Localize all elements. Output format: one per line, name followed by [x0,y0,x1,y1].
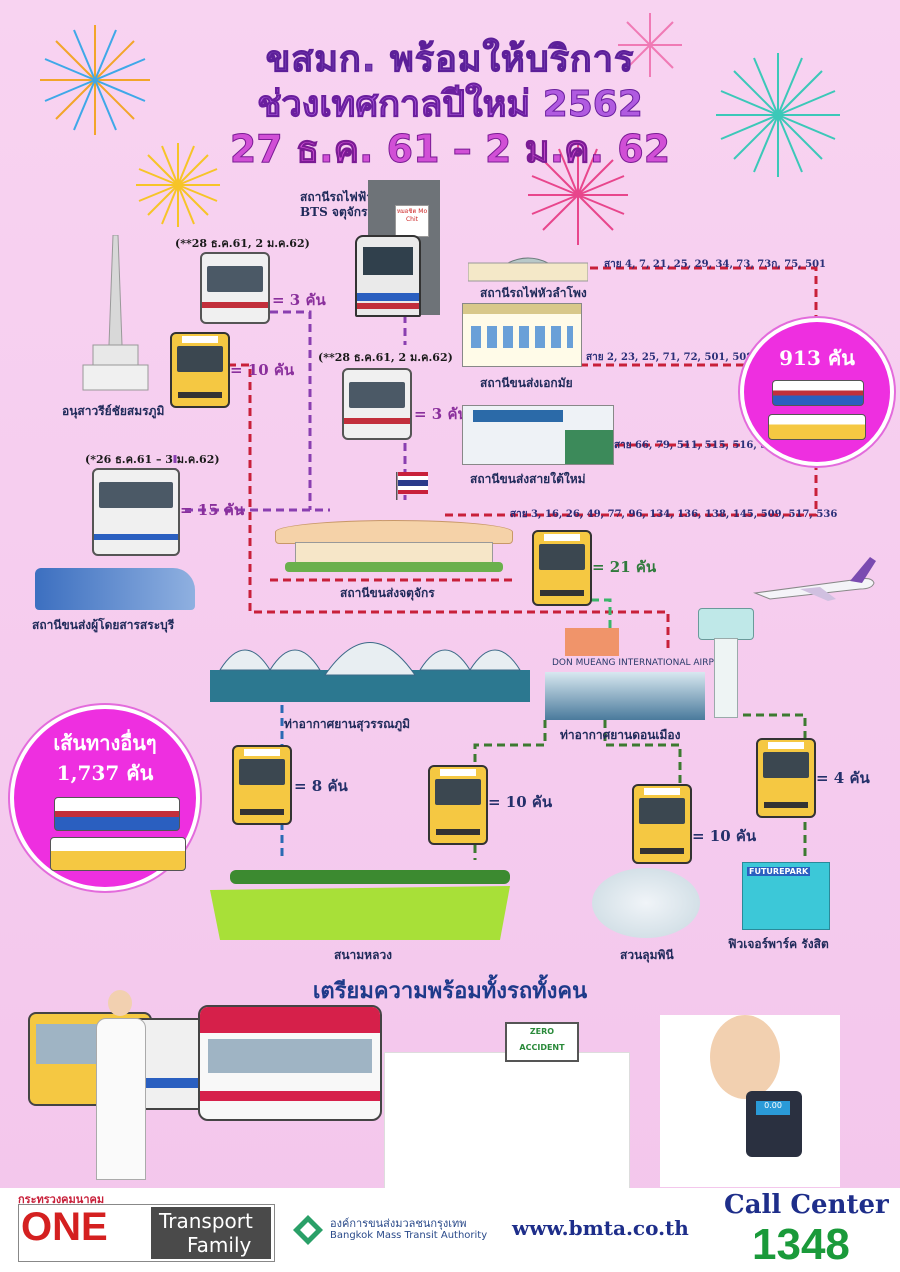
circle-other-line2: 1,737 คัน [56,761,154,785]
bmta-name-th: องค์การขนส่งมวลชนกรุงเทพ [330,1217,467,1230]
mochit-terminal-icon [275,512,513,578]
future-park-building-icon: FUTUREPARK [742,862,830,930]
future-park-sign: FUTUREPARK [747,867,811,876]
bmta-name-en: Bangkok Mass Transit Authority [330,1230,488,1241]
bus-side-yellow-icon [768,414,866,440]
breathalyzer-reading: 0.00 [756,1101,790,1115]
lumpini-label: สวนลุมพินี [620,948,674,962]
southern-terminal-icon [462,405,614,465]
ekkamai-routes: สาย 2, 23, 25, 71, 72, 501, 508, 511 [586,352,782,363]
victory-monument-icon [82,235,149,391]
bus-a3-icon [632,784,692,864]
bts-label-line2: BTS จตุจักร [300,205,368,219]
note-saraburi: (*26 ธ.ค.61 – 3 ม.ค.62) [85,453,220,466]
header-title-line1: ขสมก. พร้อมให้บริการ [265,39,635,81]
mochit-terminal-label: สถานีขนส่งจตุจักร [340,586,435,600]
bus-a4-icon [428,765,488,845]
sanam-luang-label: สนามหลวง [334,948,393,962]
future-park-label: ฟิวเจอร์พาร์ค รังสิต [728,937,829,951]
header-date-range: 27 ธ.ค. 61 – 2 ม.ค. 62 [229,127,671,172]
airplane-icon [753,557,876,601]
lumpini-park-icon [592,868,700,938]
firework-icon [40,13,840,245]
saraburi-label: สถานีขนส่งผู้โดยสารสระบุรี [32,618,175,632]
donmueang-roof-icon [565,628,619,656]
zero-accident-board: ZERO ACCIDENT [505,1022,579,1062]
bus-side-other-yellow-icon [50,837,186,871]
ekkamai-label: สถานีขนส่งเอกมัย [480,376,573,390]
ekkamai-building-icon [462,303,582,367]
readiness-banner: เตรียมความพร้อมทั้งรถทั้งคน [312,979,588,1004]
count-bts: = 3 คัน [414,405,468,423]
call-center-label: Call Center [724,1190,889,1220]
breathalyzer-icon: 0.00 [660,1015,840,1187]
count-sanam-a4: = 10 คัน [488,793,553,811]
hualamphong-routes: สาย 4, 7, 21, 25, 29, 34, 73, 73ก, 75, 5… [604,259,826,270]
bus-s1-icon [232,745,292,825]
note-bts: (**28 ธ.ค.61, 2 ม.ค.62) [318,351,453,364]
bus-side-other-icon [54,797,180,831]
donmueang-terminal-icon [545,672,705,720]
mochit-routes: สาย 3, 16, 26, 49, 77, 96, 134, 136, 138… [510,509,838,520]
saraburi-buses-icon [35,568,195,610]
bus-a5-icon [756,738,816,818]
count-saraburi: = 15 คัน [180,501,245,519]
circle-913-label: 913 คัน [779,346,855,370]
fireworks-decoration [40,13,840,245]
bts-train-icon [355,235,421,317]
count-future-a5: = 4 คัน [816,769,870,787]
circle-913: 913 คัน [740,318,894,466]
training-class-icon [384,1052,630,1192]
suvarnabhumi-airport-icon [210,642,530,702]
victory-label: อนุสาวรีย์ชัยสมรภูมิ [62,404,165,418]
count-mochit-a1: = 21 คัน [592,558,657,576]
thai-flag-icon [396,472,428,500]
hualamphong-label: สถานีรถไฟหัวลำโพง [480,286,587,300]
footer: กระทรวงคมนาคม ONE Transport Family องค์ก… [0,1188,900,1272]
bus-side-icon [772,380,864,406]
donmueang-sign: DON MUEANG INTERNATIONAL AIRPORT [552,658,733,668]
bus-a2-icon [170,332,230,408]
bts-station-sign: หมอชิต Mo Chit [395,205,429,237]
ministry-label: กระทรวงคมนาคม [18,1193,105,1206]
count-victory-white: = 3 คัน [272,291,326,309]
logo-dark-box: Transport Family [151,1207,271,1259]
count-victory-yellow: = 10 คัน [230,361,295,379]
note-victory: (**28 ธ.ค.61, 2 ม.ค.62) [175,237,310,250]
bts-label-line1: สถานีรถไฟฟ้า [300,190,374,204]
mechanic-person-icon [96,990,146,1180]
circle-other-line1: เส้นทางอื่นๆ [53,731,157,755]
count-suvarnabhumi-s1: = 8 คัน [294,777,348,795]
logo-one: ONE [21,1205,108,1249]
suvarnabhumi-label: ท่าอากาศยานสุวรรณภูมิ [284,717,411,731]
circle-other-routes: เส้นทางอื่นๆ 1,737 คัน [10,705,200,891]
bus-white-icon [200,252,270,324]
bus-white-bts-icon [342,368,412,440]
bus-a1-icon [532,530,592,606]
sanam-luang-icon [210,870,510,940]
control-tower-icon [698,608,754,718]
one-transport-family-logo: ONE Transport Family [18,1204,275,1262]
southern-terminal-label: สถานีขนส่งสายใต้ใหม่ [470,472,586,486]
logo-family: Family [187,1233,252,1257]
bus-red-bottom-icon [198,1005,382,1121]
call-center-number[interactable]: 1348 [752,1220,850,1269]
donmueang-label: ท่าอากาศยานดอนเมือง [560,728,681,742]
bmta-logo-icon [293,1215,323,1245]
count-lumpini-a3: = 10 คัน [692,827,757,845]
bmta-url-link[interactable]: www.bmta.co.th [512,1216,689,1240]
southern-terminal-routes: สาย 66, 79, 511, 515, 516, 556 [614,440,782,451]
logo-transport: Transport [159,1209,253,1233]
bus-blue-icon [92,468,180,556]
header-title-line2: ช่วงเทศกาลปีใหม่ 2562 [257,84,644,126]
hualamphong-station-icon [468,257,588,282]
